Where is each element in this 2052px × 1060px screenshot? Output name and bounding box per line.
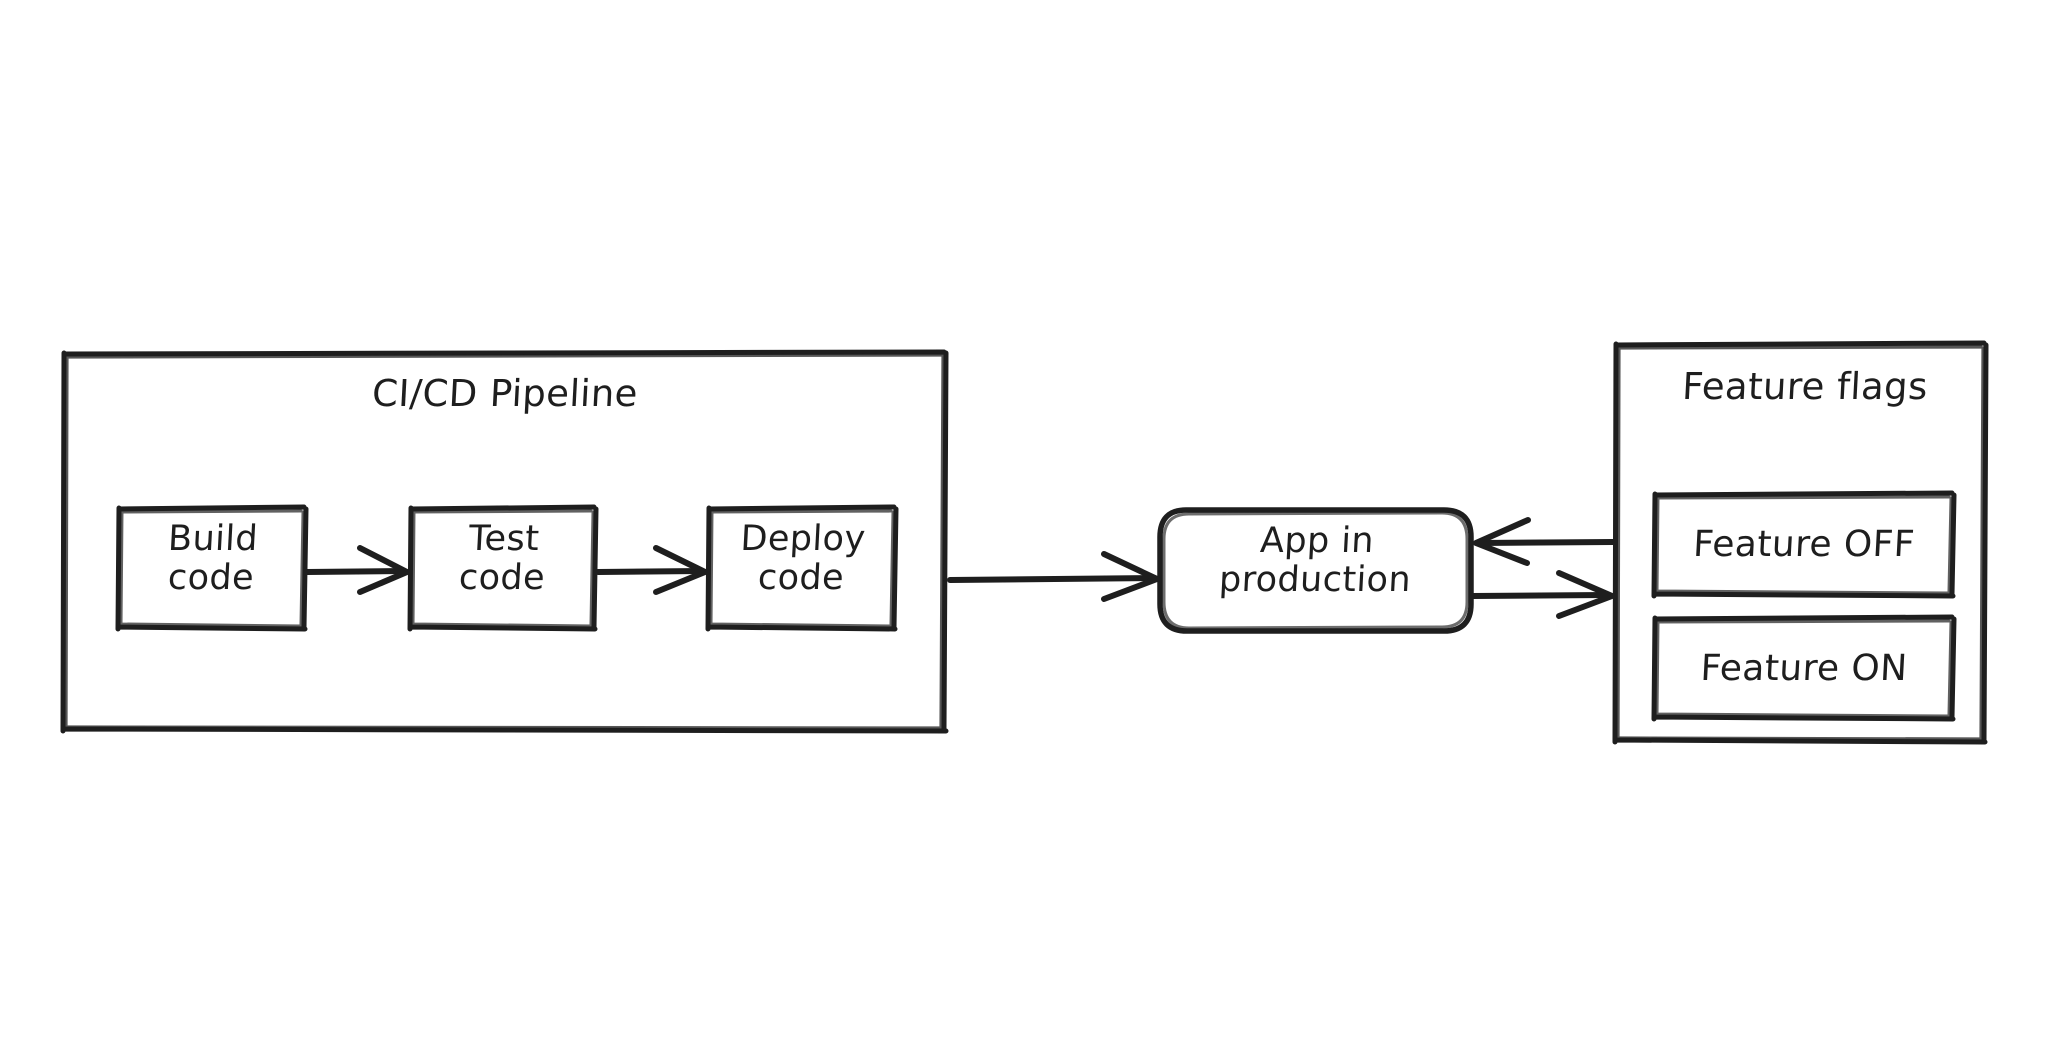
build-code-node[interactable] [115,504,309,632]
arrow-pipeline-to-app [947,551,1160,602]
arrow-app-to-flags [1470,570,1615,619]
cicd-pipeline-container[interactable] [60,349,949,734]
feature-off-node[interactable] [1651,490,1957,599]
feature-on-node[interactable] [1651,614,1957,722]
feature-flags-container[interactable] [1612,340,1989,745]
deploy-code-node[interactable] [705,504,899,632]
app-in-production-node[interactable] [1157,507,1474,634]
arrow-build-to-test [304,545,410,595]
arrow-test-to-deploy [595,545,708,595]
arrow-flags-to-app [1473,517,1616,566]
test-code-node[interactable] [407,504,599,632]
